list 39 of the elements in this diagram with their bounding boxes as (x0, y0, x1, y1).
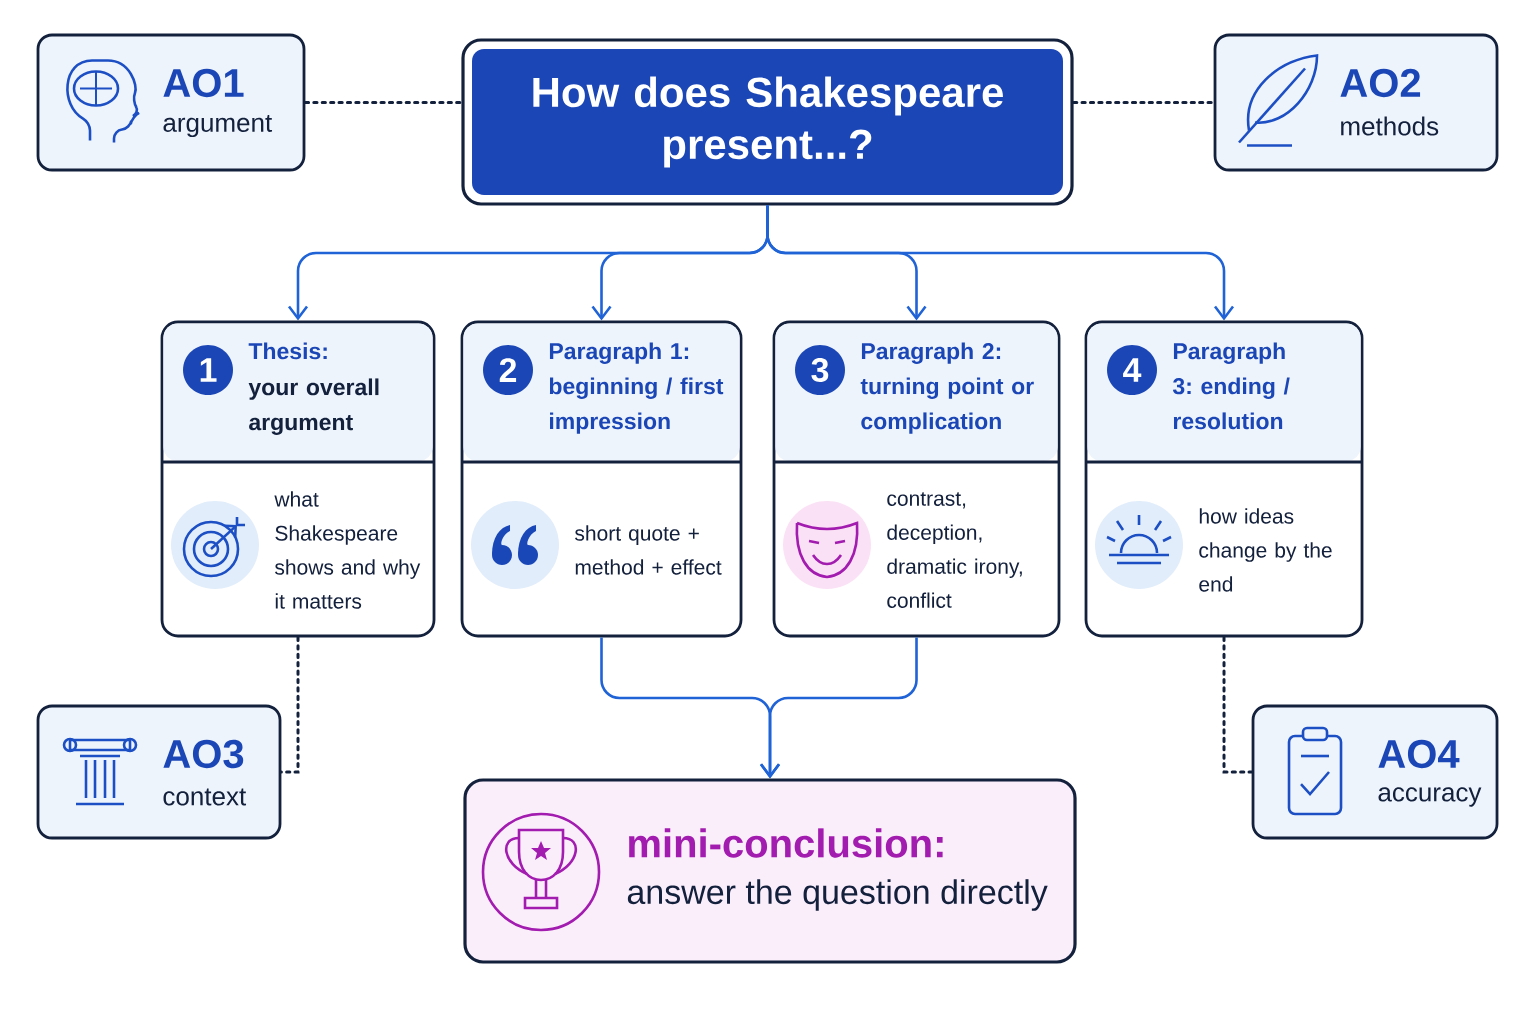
step-heading: your overall argument (248, 378, 379, 435)
step-description: how ideas change by the end (1199, 508, 1332, 592)
step-number: 1 (183, 345, 233, 395)
assessment-label: argument (163, 114, 273, 138)
assessment-code: AO4 (1378, 739, 1460, 769)
arrow (759, 637, 918, 779)
step-heading: Paragraph 1: beginning / first impression (549, 342, 724, 434)
connector-line (1072, 101, 1216, 104)
step-number: 4 (1107, 345, 1157, 395)
conclusion-heading: mini-conclusion: (629, 828, 943, 858)
step-description: contrast, deception, dramatic irony, conflict (887, 492, 1022, 608)
assessment-label: context (163, 788, 247, 806)
step-card (460, 320, 743, 638)
argument-card (36, 33, 306, 172)
step-description: short quote + method + effect (575, 525, 722, 575)
arrow (766, 205, 1235, 321)
assessment-label: methods (1341, 116, 1439, 136)
methods-card (1213, 33, 1499, 172)
connector-line (303, 101, 463, 104)
assessment-label: accuracy (1378, 787, 1482, 807)
assessment-code: AO2 (1340, 68, 1421, 98)
step-description: what Shakespeare shows and why it matters (274, 491, 421, 609)
connector-line (1222, 635, 1254, 774)
step-heading: Paragraph 2: turning point or complication (860, 342, 1034, 434)
step-number: 3 (795, 345, 845, 395)
conclusion-box (463, 778, 1077, 964)
title-box: How does Shakespeare present...? (461, 38, 1074, 206)
step-card (772, 320, 1061, 638)
step-number: 2 (483, 345, 533, 395)
step-card (1084, 320, 1364, 638)
assessment-code: AO3 (163, 739, 244, 769)
connector-line (279, 635, 300, 774)
context-card (36, 704, 282, 840)
accuracy-card (1251, 704, 1499, 840)
step-card (160, 320, 436, 638)
assessment-code: AO1 (163, 68, 244, 98)
step-heading: Thesis: (248, 342, 327, 360)
conclusion-text: answer the question directly (627, 879, 1048, 911)
step-heading: Paragraph 3: ending / resolution (1172, 342, 1290, 430)
